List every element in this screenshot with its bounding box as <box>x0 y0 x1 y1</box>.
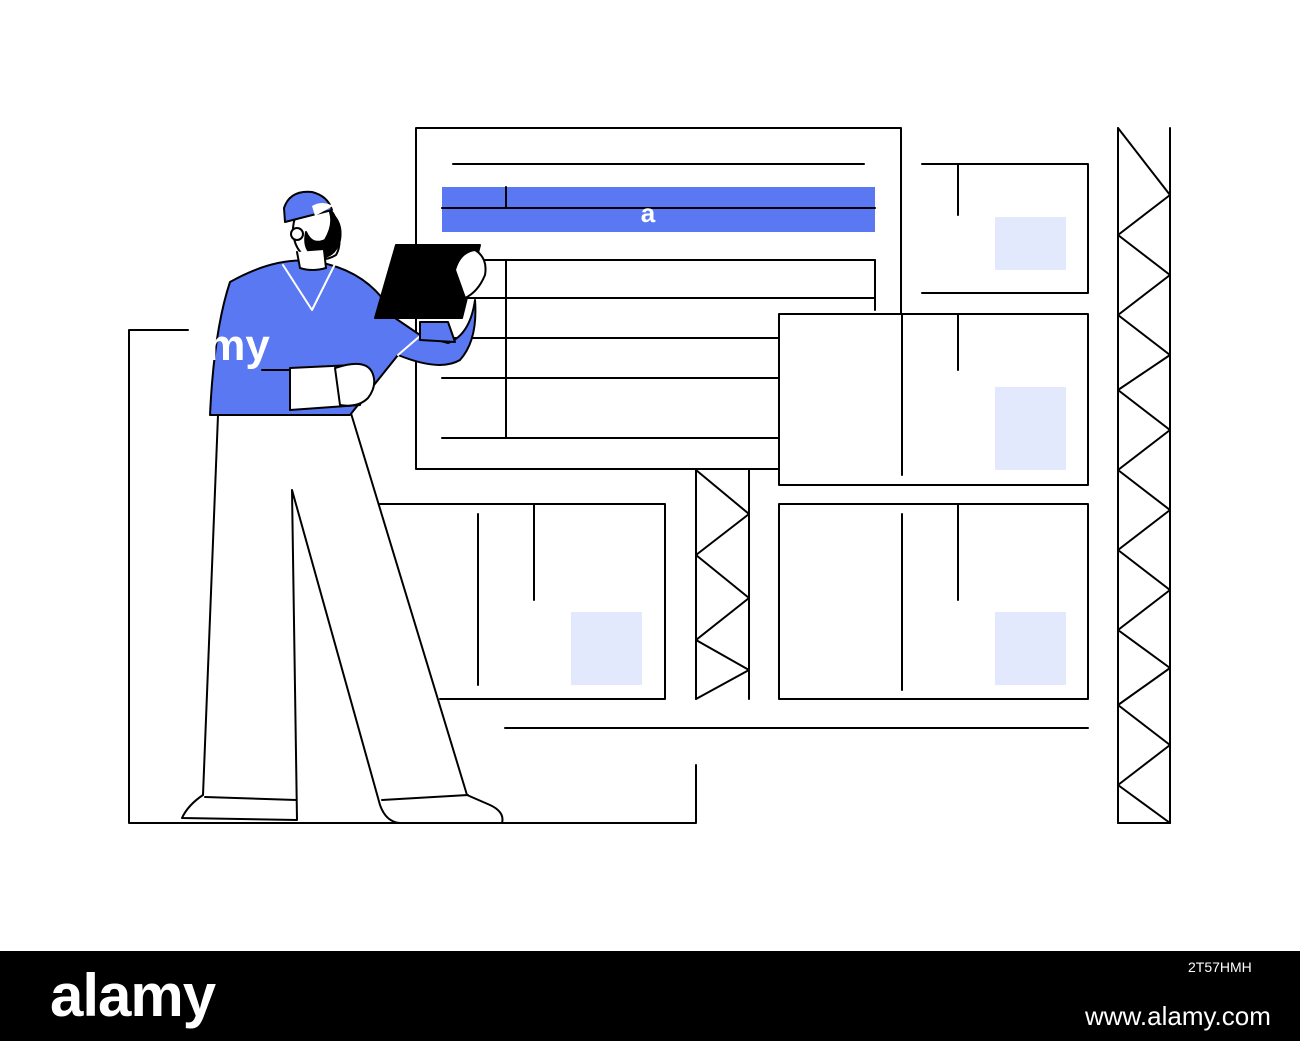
alamy-logo: alamy <box>50 962 216 1029</box>
cardboard-box-icon <box>778 503 1089 700</box>
warehouse-worker-figure <box>181 190 504 824</box>
rack-truss-icon <box>1117 127 1171 824</box>
site-url: www.alamy.com <box>1085 1001 1271 1031</box>
watermark-footer: alamy 2T57HMH www.alamy.com <box>0 951 1300 1041</box>
cardboard-box-icon <box>379 503 666 700</box>
cardboard-box-icon <box>921 163 1089 294</box>
floor-outline <box>128 329 697 824</box>
tablet-icon <box>374 244 481 319</box>
warehouse-illustration: a my <box>128 127 1171 824</box>
cardboard-box-icon <box>778 313 1089 486</box>
watermark-letter: a <box>641 198 656 228</box>
sheet-header-bar <box>442 187 875 232</box>
rack-truss-icon <box>695 469 750 700</box>
image-id: 2T57HMH <box>1188 959 1252 975</box>
watermark-word: my <box>206 321 270 370</box>
